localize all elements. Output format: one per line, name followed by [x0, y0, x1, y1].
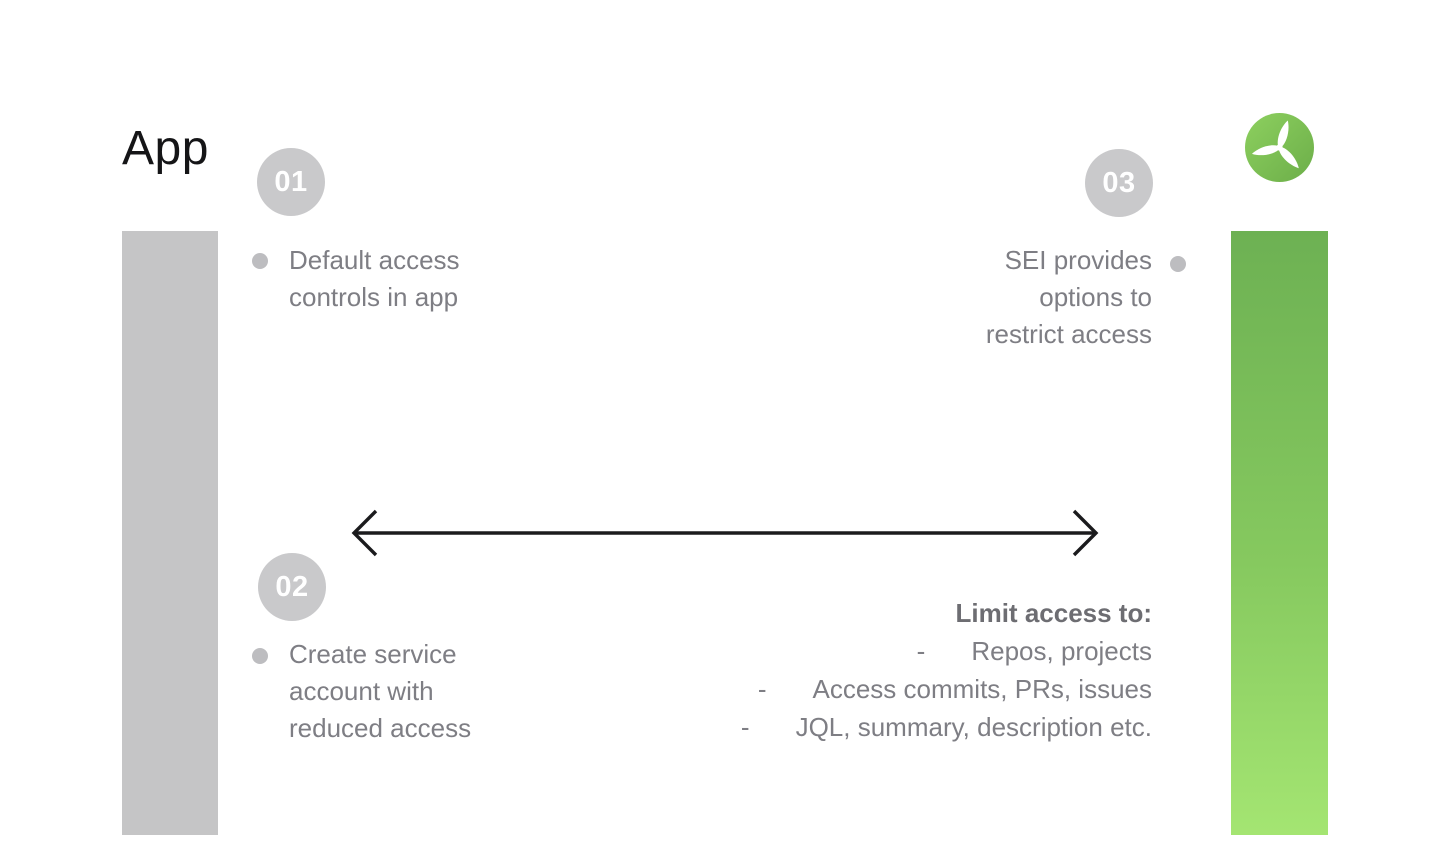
step-circle-03: 03: [1085, 149, 1153, 217]
step-text-03: SEI provides options to restrict access: [986, 242, 1152, 353]
double-arrow-icon: [351, 509, 1099, 557]
list-item: - Repos, projects: [741, 632, 1152, 670]
step-number-01: 01: [274, 165, 308, 198]
step-text-line: account with: [289, 676, 434, 706]
limit-access-title: Limit access to:: [955, 598, 1152, 628]
step-text-line: restrict access: [985, 319, 1152, 349]
step-text-02: Create service account with reduced acce…: [289, 636, 471, 747]
step-text-line: controls in app: [289, 282, 459, 312]
step-text-line: Create service: [289, 639, 457, 669]
step-text-line: reduced access: [289, 713, 472, 743]
app-column-bar: [122, 231, 218, 835]
step-text-line: Default access: [289, 245, 460, 275]
step-circle-01: 01: [257, 148, 325, 216]
list-item: - Access commits, PRs, issues: [741, 670, 1152, 708]
limit-access-list: Limit access to: - Repos, projects - Acc…: [741, 594, 1152, 746]
bullet-dot-icon: [252, 253, 268, 269]
dash-bullet: -: [757, 674, 767, 704]
page-title: App: [122, 122, 209, 175]
step-text-line: options to: [1039, 282, 1152, 312]
dash-bullet: -: [740, 712, 750, 742]
bullet-dot-icon: [252, 648, 268, 664]
propeller-logo-icon: [1245, 113, 1314, 182]
list-item-text: Access commits, PRs, issues: [812, 674, 1152, 704]
step-circle-02: 02: [258, 553, 326, 621]
step-number-03: 03: [1102, 166, 1136, 199]
step-text-line: SEI provides: [1004, 245, 1152, 275]
step-text-01: Default access controls in app: [289, 242, 460, 316]
list-item-text: Repos, projects: [971, 636, 1152, 666]
sei-column-bar: [1231, 231, 1328, 835]
list-item: - JQL, summary, description etc.: [741, 708, 1152, 746]
dash-bullet: -: [916, 636, 926, 666]
step-number-02: 02: [275, 570, 309, 603]
list-item-text: JQL, summary, description etc.: [795, 712, 1152, 742]
bullet-dot-icon: [1170, 256, 1186, 272]
